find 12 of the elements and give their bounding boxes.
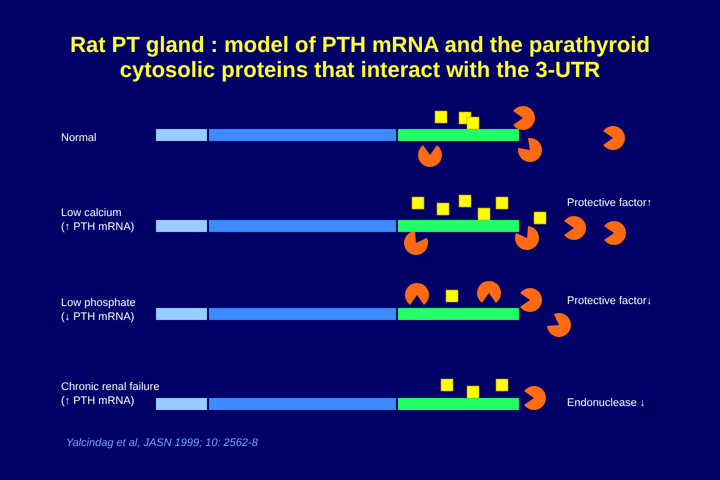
citation: Yalcindag et al, JASN 1999; 10: 2562-8: [66, 437, 258, 450]
row-label: Low calcium: [61, 207, 122, 220]
condition-note: (↓ PTH mRNA): [61, 311, 134, 324]
row-label: Normal: [61, 132, 96, 145]
title: Rat PT gland : model of PTH mRNA and the parathyroid cytosolic proteins that interact with the 3-UTR: [69, 32, 651, 82]
factor-note: Protective factor↓: [567, 295, 652, 308]
factor-note: Protective factor↑: [567, 197, 652, 210]
factor-note: Endonuclease ↓: [567, 397, 646, 410]
row-label: Chronic renal failure: [61, 381, 160, 394]
row-label: Low phosphate: [61, 297, 136, 310]
condition-note: (↑ PTH mRNA): [61, 221, 134, 234]
condition-note: (↑ PTH mRNA): [61, 395, 134, 408]
